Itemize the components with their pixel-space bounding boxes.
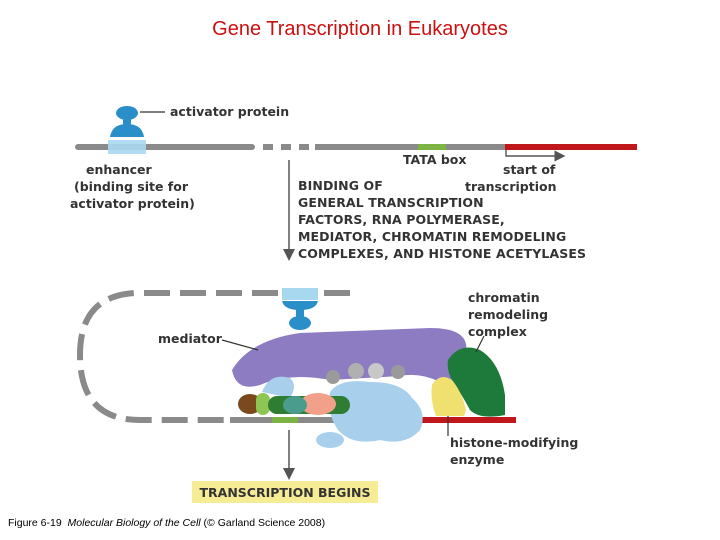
binding-step-line4: MEDIATOR, CHROMATIN REMODELING	[298, 229, 566, 244]
mediator-label-line	[221, 339, 259, 351]
gtf-green-light	[256, 393, 270, 415]
remodeling-complex-shape	[447, 347, 505, 417]
histone-enzyme-shape	[431, 376, 466, 416]
enhancer-label-line2: (binding site for	[74, 179, 189, 194]
remodeling-label-line3: complex	[468, 324, 527, 339]
caption-book-title: Molecular Biology of the Cell	[67, 517, 201, 529]
binding-step-line5: COMPLEXES, AND HISTONE ACETYLASES	[298, 246, 586, 261]
mediator-label: mediator	[158, 331, 223, 346]
transcription-begins-box: TRANSCRIPTION BEGINS	[192, 481, 378, 503]
start-label: start of	[503, 162, 556, 177]
tata-box-lower	[272, 417, 298, 423]
polymerase-lobe	[316, 432, 344, 448]
bottom-panel: mediator chromatin remodeling complex hi…	[76, 288, 578, 480]
dna-strand-left	[75, 144, 255, 150]
gtf-bead	[391, 365, 405, 379]
caption-prefix: Figure 6-19	[8, 517, 62, 529]
remodeling-label-line	[475, 335, 485, 353]
remodeling-label-line2: remodeling	[468, 307, 548, 322]
histone-label: histone-modifying	[450, 435, 578, 450]
gtf-bead	[368, 363, 384, 379]
remodeling-label: chromatin	[468, 290, 540, 305]
gtf-bead	[348, 363, 364, 379]
enhancer-label: enhancer	[86, 162, 152, 177]
binding-step-line1: BINDING OF	[298, 178, 383, 193]
histone-label-line2: enzyme	[450, 452, 504, 467]
gtf-teal	[283, 396, 307, 414]
tata-box-label: TATA box	[403, 152, 466, 167]
binding-step-line3: FACTORS, RNA POLYMERASE,	[298, 212, 505, 227]
enhancer-site-loop	[282, 288, 318, 300]
gtf-bead	[326, 370, 340, 384]
tf-arm	[262, 376, 294, 398]
transcribed-region	[505, 144, 637, 150]
tata-box-segment	[418, 144, 446, 150]
start-arrow	[505, 150, 566, 162]
dna-strand-right	[315, 144, 505, 150]
figure-caption: Figure 6-19 Molecular Biology of the Cel…	[8, 517, 325, 529]
dna-gap-dash	[263, 144, 273, 150]
mediator-shape	[232, 328, 467, 387]
dna-loop	[76, 290, 350, 423]
page-title: Gene Transcription in Eukaryotes	[212, 18, 508, 40]
enhancer-site	[108, 140, 146, 154]
enhancer-label-line3: activator protein)	[70, 196, 195, 211]
activator-protein-label: activator protein	[170, 104, 289, 119]
dna-gap-dash	[299, 144, 309, 150]
gtf-brown	[238, 394, 262, 414]
top-panel: activator protein enhancer (binding site…	[70, 104, 637, 261]
activator-bound-icon	[282, 301, 318, 330]
rna-polymerase-shape	[329, 381, 423, 442]
start-label-line2: transcription	[465, 179, 556, 194]
caption-suffix: (© Garland Science 2008)	[203, 517, 326, 529]
dna-gap-dash	[281, 144, 291, 150]
activator-protein-icon	[110, 106, 144, 137]
binding-step-line2: GENERAL TRANSCRIPTION	[298, 195, 484, 210]
gtf-pink	[300, 393, 336, 415]
transcribed-region-lower	[336, 417, 516, 423]
